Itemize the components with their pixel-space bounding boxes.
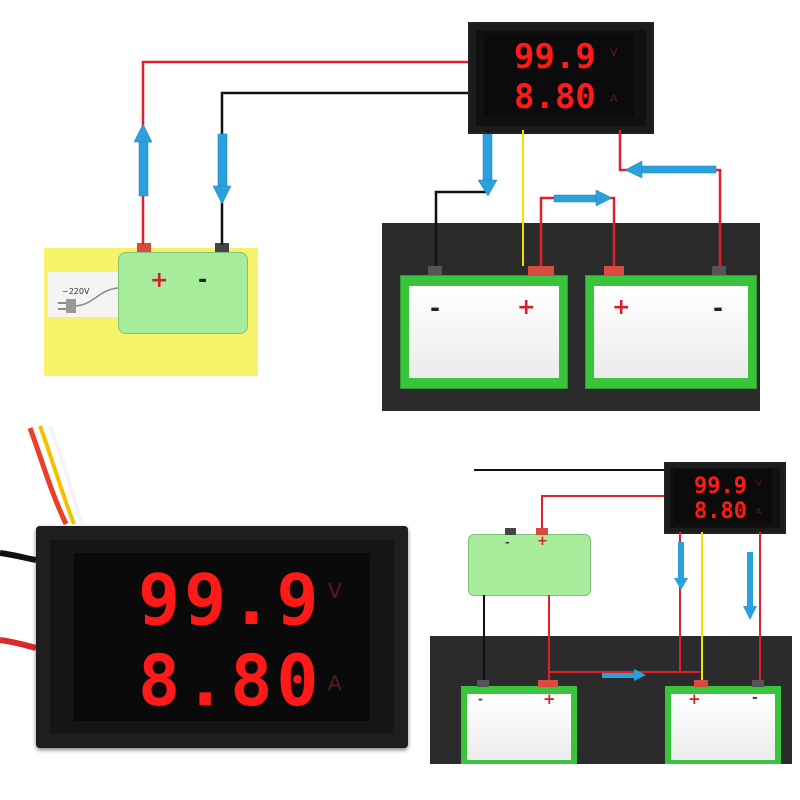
battery-right-plus-terminal: [604, 266, 624, 275]
charger-minus-label: -: [198, 268, 208, 293]
meter-large-current-unit: A: [328, 671, 342, 695]
meter-small-voltage: 99.9: [694, 474, 747, 499]
charger-bottom-plus-terminal: [536, 528, 548, 535]
charger-plus-label: +: [150, 268, 169, 293]
battery-left-plus-terminal: [528, 266, 554, 275]
battery-left-minus-label: -: [430, 294, 440, 322]
meter-top-current-unit: A: [610, 92, 618, 105]
battery-right-bottom: [665, 686, 781, 764]
meter-small-current-unit: A: [756, 507, 762, 516]
battery-left-plus-label: +: [517, 295, 536, 320]
charger-bottom-minus-terminal: [505, 528, 516, 535]
battery-left-bottom-plus-label: +: [543, 690, 556, 708]
battery-right-bottom-plus-label: +: [688, 690, 701, 708]
battery-left-minus-terminal: [428, 266, 442, 275]
charger-minus-terminal: [215, 243, 229, 252]
meter-small-current: 8.80: [694, 499, 747, 524]
charger-bottom-plus-label: +: [537, 534, 548, 549]
battery-right-bottom-minus-label: -: [752, 690, 758, 706]
meter-top-current: 8.80: [514, 77, 596, 117]
meter-small-voltage-unit: V: [756, 479, 762, 488]
charger-box-bottom: [468, 534, 591, 596]
battery-right-plus-label: +: [612, 295, 631, 320]
battery-right-bottom-plus-terminal: [694, 680, 708, 687]
battery-left-top: [400, 275, 568, 389]
meter-top-voltage: 99.9: [514, 37, 596, 77]
battery-right-minus-terminal: [712, 266, 726, 275]
battery-right-top: [585, 275, 757, 389]
mains-label: ~220V: [62, 287, 90, 296]
meter-large-current: 8.80: [138, 640, 323, 722]
charger-box: [118, 252, 248, 334]
meter-large-voltage-unit: V: [328, 579, 342, 603]
battery-right-bottom-minus-terminal: [752, 680, 764, 687]
charger-plus-terminal: [137, 243, 151, 252]
battery-right-minus-label: -: [713, 294, 723, 322]
charger-bottom-minus-label: -: [505, 536, 510, 549]
meter-large-voltage: 99.9: [138, 559, 323, 641]
meter-top-voltage-unit: V: [610, 46, 618, 59]
battery-left-bottom-minus-label: -: [478, 692, 483, 706]
battery-left-bottom-minus-terminal: [477, 680, 489, 687]
battery-left-bottom: [461, 686, 577, 764]
battery-left-bottom-plus-terminal: [538, 680, 558, 687]
